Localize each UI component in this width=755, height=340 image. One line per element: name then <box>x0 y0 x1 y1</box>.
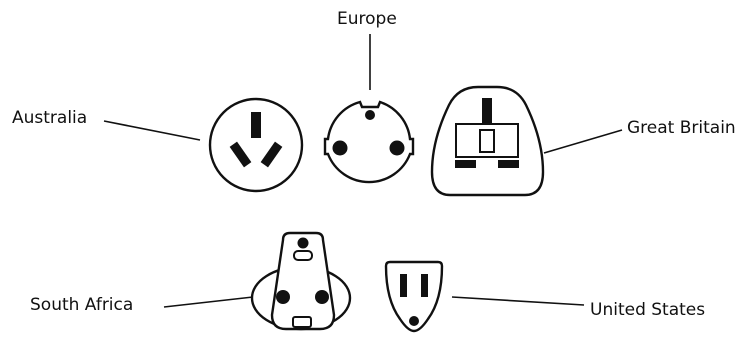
label-united-states: United States <box>590 300 706 320</box>
leader-line-australia <box>103 120 201 141</box>
europe-plug-icon <box>323 100 415 184</box>
leader-line-united-states <box>451 296 585 306</box>
great-britain-plug-icon <box>430 85 545 197</box>
leader-line-great-britain <box>543 129 623 154</box>
label-south-africa: South Africa <box>30 295 134 315</box>
australia-plug-icon <box>208 97 304 193</box>
leader-line-south-africa <box>163 296 254 308</box>
united-states-plug-icon <box>384 260 444 333</box>
south-africa-plug-icon <box>250 231 352 331</box>
label-great-britain: Great Britain <box>627 118 736 138</box>
label-australia: Australia <box>12 108 88 128</box>
label-europe: Europe <box>337 9 397 29</box>
